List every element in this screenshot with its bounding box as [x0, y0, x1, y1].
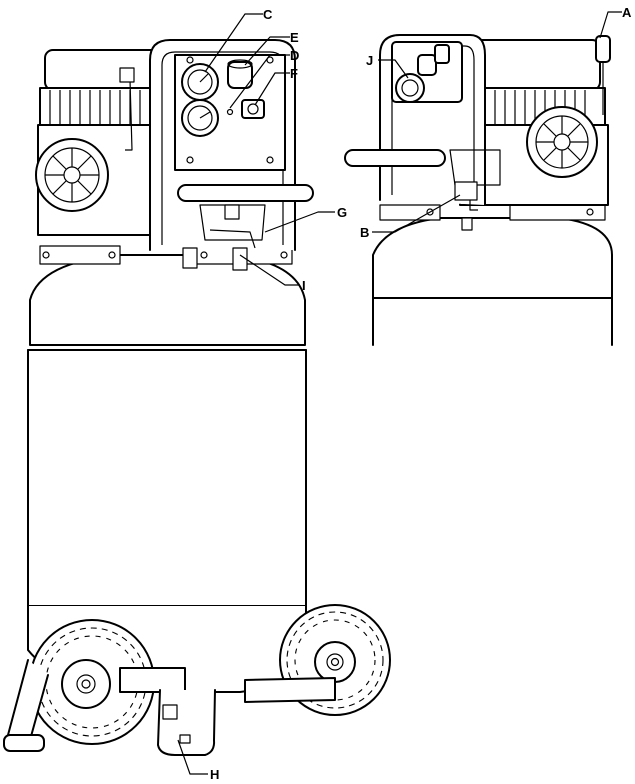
callout-b: B [360, 225, 369, 240]
callout-f: F [290, 66, 298, 81]
drain-valve-gauge-icon [395, 44, 450, 103]
callout-e: E [290, 30, 299, 45]
callout-g: G [337, 205, 347, 220]
callout-i: I [302, 278, 306, 293]
regulator-knob-icon [227, 59, 253, 89]
leader-lines [177, 11, 622, 775]
callout-labels: C E D F G I H A J B [210, 5, 632, 782]
rear-cooling-fan-icon [526, 106, 598, 178]
control-panel-frame [149, 39, 314, 271]
callout-j: J [366, 53, 373, 68]
front-view-compressor [3, 39, 391, 756]
rear-view-compressor [344, 34, 613, 346]
tank-pressure-gauge-icon [181, 63, 219, 101]
support-leg [3, 659, 216, 756]
quick-coupler-icon [241, 99, 265, 119]
callout-h: H [210, 767, 219, 782]
air-filter-icon [595, 35, 611, 115]
outlet-pressure-gauge-icon [181, 99, 219, 137]
callout-d: D [290, 48, 299, 63]
callout-a: A [622, 5, 632, 20]
callout-c: C [263, 7, 273, 22]
cooling-fan-icon [35, 138, 109, 212]
